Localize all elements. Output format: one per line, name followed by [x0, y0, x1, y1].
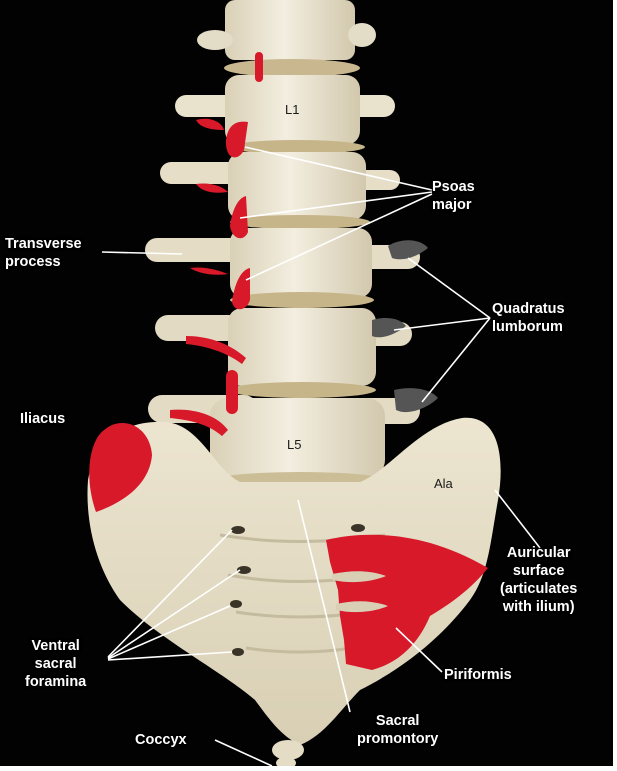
- label-l1: L1: [285, 102, 300, 117]
- iliacus-area: [89, 423, 152, 512]
- piriformis-gaps: [332, 571, 388, 613]
- psoas-major-attachments: [170, 52, 263, 436]
- leader-lines: [101, 146, 541, 766]
- piriformis-area: [326, 534, 488, 670]
- intervertebral-disc: [228, 382, 376, 398]
- label-coccyx: Coccyx: [135, 732, 187, 748]
- label-piriformis: Piriformis: [444, 667, 512, 683]
- vertebra-l4: [155, 308, 412, 386]
- quadratus-lumborum-attachments: [372, 240, 438, 413]
- ventral-sacral-foramina-marks: [230, 524, 365, 656]
- label-iliacus: Iliacus: [20, 411, 66, 427]
- label-ala: Ala: [434, 476, 453, 491]
- thoracic-vertebra: [197, 0, 376, 60]
- intervertebral-disc: [229, 140, 365, 154]
- vertebra-l3: [145, 228, 420, 298]
- intervertebral-disc: [224, 59, 360, 77]
- label-l5: L5: [287, 437, 302, 452]
- intervertebral-disc: [230, 215, 370, 229]
- coccyx: [272, 740, 304, 766]
- intervertebral-disc: [230, 292, 374, 308]
- vertebra-l2: [160, 152, 400, 220]
- vertebra-l1: [175, 75, 395, 145]
